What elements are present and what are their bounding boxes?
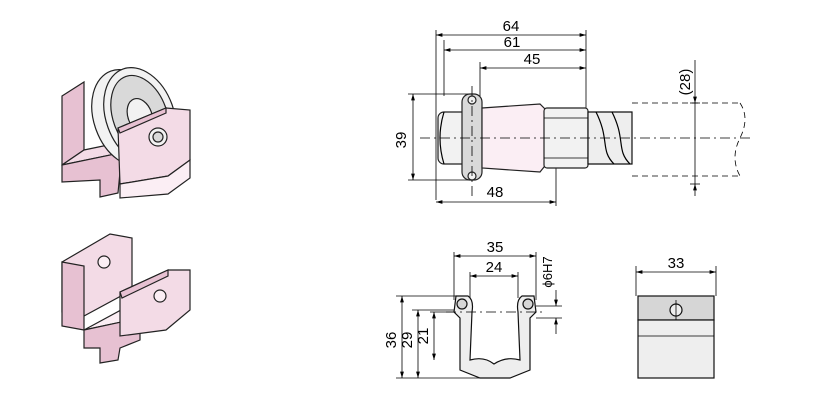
iso-bracket bbox=[61, 233, 191, 364]
axle-hole-icon bbox=[153, 289, 167, 303]
dim-28: (28) bbox=[677, 69, 694, 96]
dim-35: 35 bbox=[487, 239, 504, 256]
dim-hole: ϕ6H7 bbox=[540, 256, 555, 287]
dim-24: 24 bbox=[486, 259, 503, 276]
mounting-hole-icon bbox=[97, 255, 111, 269]
dim-33: 33 bbox=[668, 255, 685, 272]
iso-wheel-assembly bbox=[61, 66, 191, 199]
dim-21: 21 bbox=[415, 328, 432, 345]
dim-36: 36 bbox=[383, 332, 400, 349]
dim-29: 29 bbox=[399, 332, 416, 349]
front-view: 35 24 ϕ6H7 36 29 21 bbox=[383, 239, 562, 379]
dim-45: 45 bbox=[524, 51, 541, 68]
side-view: 33 bbox=[635, 255, 717, 379]
dim-64: 64 bbox=[503, 18, 520, 35]
dim-48: 48 bbox=[487, 184, 504, 201]
dim-61: 61 bbox=[504, 34, 521, 51]
dim-39: 39 bbox=[393, 132, 410, 149]
top-view: 64 61 45 48 39 (28) bbox=[393, 18, 752, 206]
